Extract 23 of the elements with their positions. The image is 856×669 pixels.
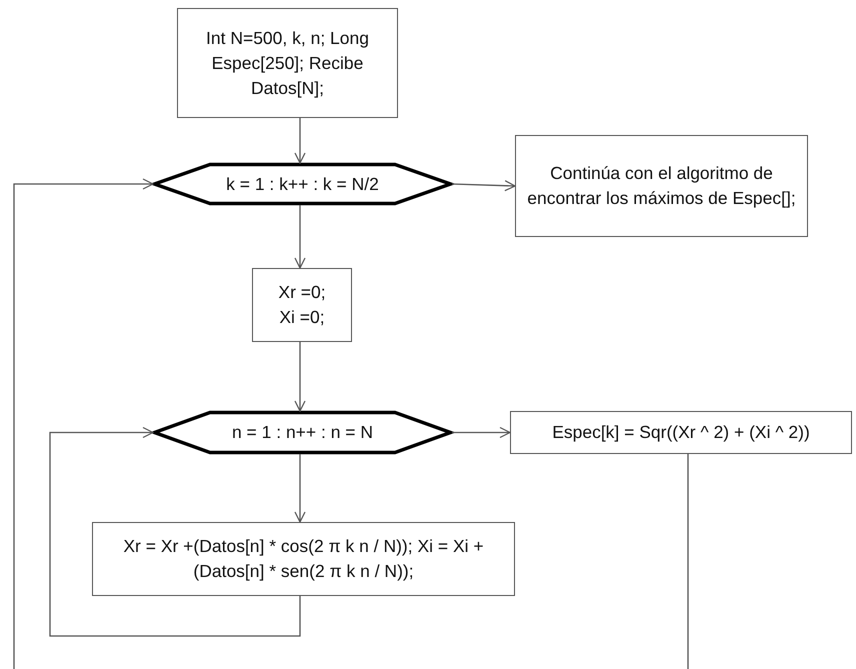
loop-hexagon [153, 163, 452, 205]
node-text: Xr = Xr +(Datos[n] * cos(2 π k n / N)); Xi = Xi +(Datos[n] * sen(2 π k n / N)); [122, 535, 485, 583]
process-box [515, 135, 808, 237]
arrow [452, 426, 511, 438]
arrow [49, 426, 301, 637]
arrow [294, 118, 306, 164]
arrow [452, 180, 516, 192]
arrow [294, 454, 306, 523]
node-text: k = 1 : k++ : k = N/2 [225, 172, 380, 196]
process-box [92, 522, 515, 596]
node-text: Espec[k] = Sqr((Xr ^ 2) + (Xi ^ 2)) [551, 421, 811, 444]
loop-hexagon [153, 411, 452, 454]
connector-line [687, 454, 689, 669]
arrow [294, 342, 306, 412]
process-box [177, 8, 398, 118]
node-text: n = 1 : n++ : n = N [230, 421, 374, 444]
process-box [252, 268, 352, 342]
node-text: Xr =0; Xi =0; [277, 281, 327, 329]
arrow [13, 178, 154, 669]
process-box [510, 411, 852, 454]
node-text: Int N=500, k, n; Long Espec[250]; Recibe Datos[N]; [205, 26, 370, 100]
node-text: Continúa con el algoritmo de encontrar los máximos de Espec[]; [526, 162, 797, 210]
arrow [294, 205, 306, 269]
